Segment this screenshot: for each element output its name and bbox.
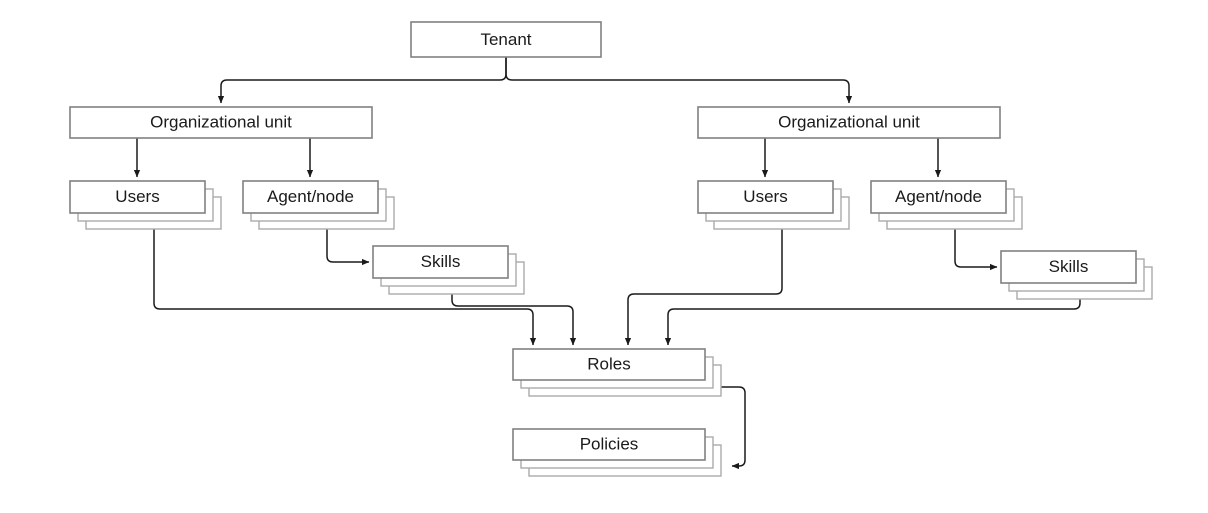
edge-tenant-to-ou-left (217, 57, 507, 104)
edge-roles-to-policies (713, 386, 746, 470)
node-agent-left[interactable]: Agent/node (242, 180, 395, 230)
node-roles[interactable]: Roles (512, 348, 722, 397)
stack-layer-front (242, 180, 379, 214)
node-skills-left[interactable]: Skills (372, 245, 525, 295)
stack-layer-front (870, 180, 1007, 214)
stack-layer-front (69, 180, 206, 214)
stack-layer-front (512, 348, 706, 381)
stack-layer-front (512, 428, 706, 461)
edge-users-left-to-roles (153, 229, 537, 346)
edge-skills-right-to-roles (664, 299, 1081, 346)
node-agent-right[interactable]: Agent/node (870, 180, 1023, 230)
node-ou-left[interactable]: Organizational unit (69, 106, 373, 139)
node-ou-right[interactable]: Organizational unit (697, 106, 1001, 139)
edge-agent-right-to-skills-right (954, 229, 998, 271)
stack-layer-front (697, 180, 834, 214)
edge-skills-left-to-roles (451, 294, 577, 346)
node-policies[interactable]: Policies (512, 428, 722, 477)
node-tenant[interactable]: Tenant (410, 21, 602, 58)
edge-users-right-to-roles (624, 229, 783, 346)
node-skills-right[interactable]: Skills (1000, 250, 1153, 300)
stack-layer-front (1000, 250, 1137, 284)
node-users-left[interactable]: Users (69, 180, 222, 230)
edge-layer (133, 57, 1081, 470)
edge-agent-left-to-skills-left (326, 229, 370, 266)
stack-layer-front (372, 245, 509, 279)
edge-tenant-to-ou-right (505, 57, 853, 104)
node-users-right[interactable]: Users (697, 180, 850, 230)
